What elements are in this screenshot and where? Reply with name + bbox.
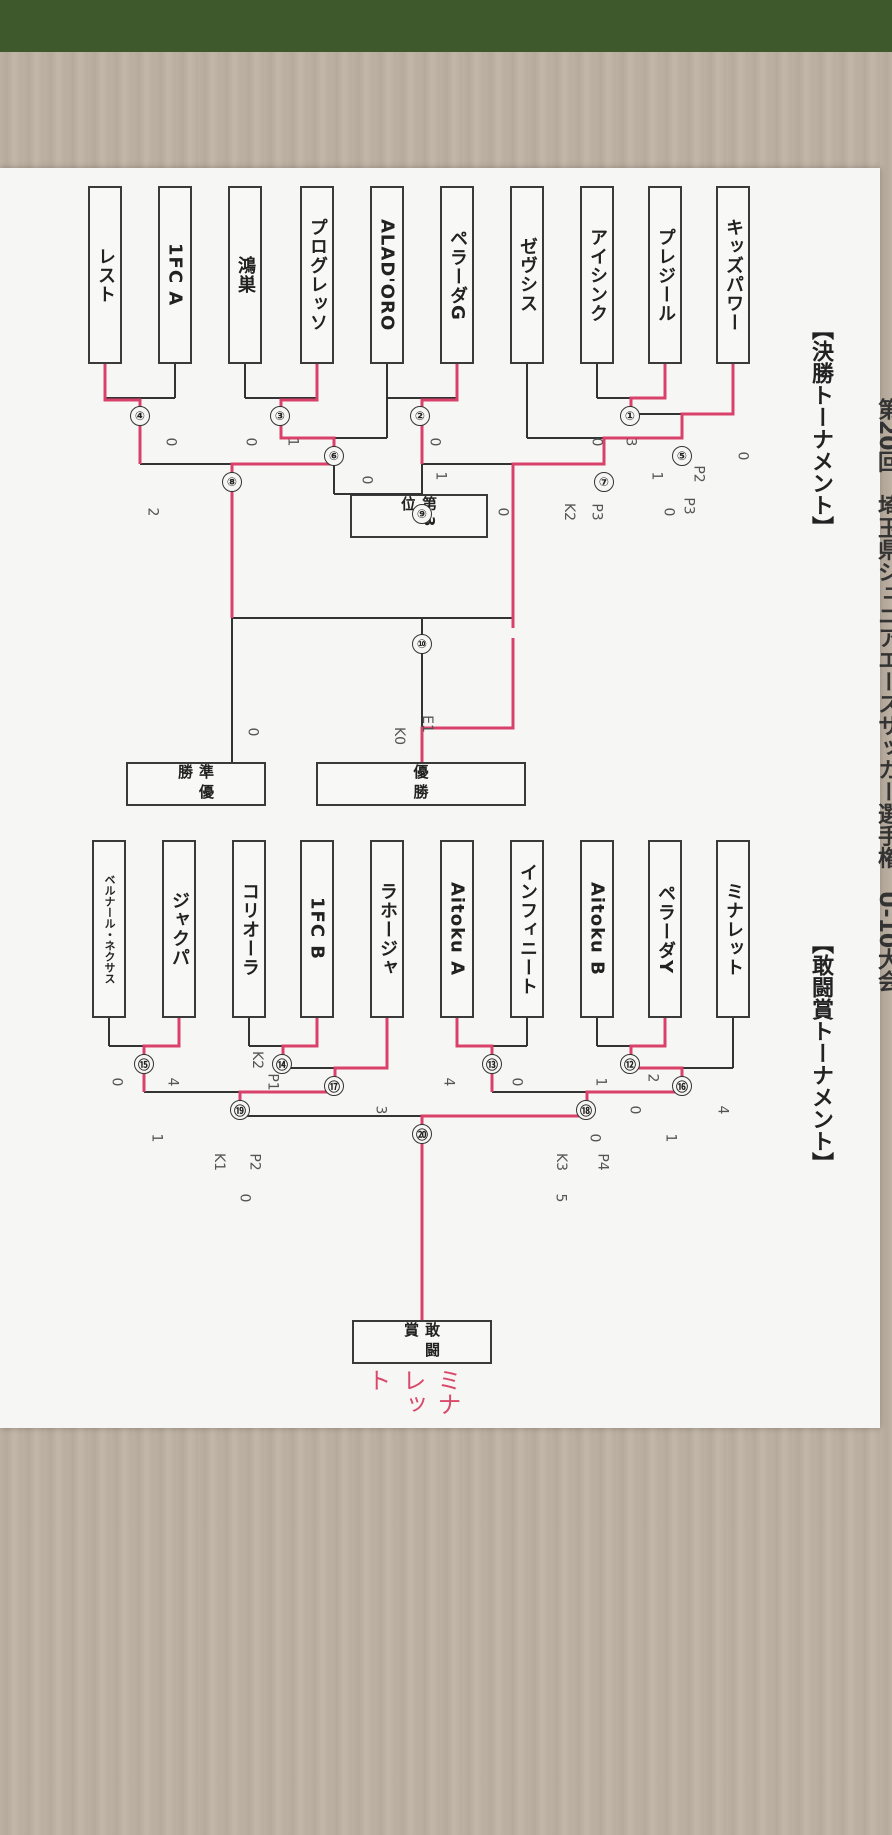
match-number: ⑥ [324,446,344,466]
match-number: ⑯ [672,1076,692,1096]
team-box: 1FC B [300,840,334,1018]
team-box: インフィニート [510,840,544,1018]
match-number: ⑰ [324,1076,344,1096]
team-box: アイシンク [580,186,614,364]
team-box: ペラーダY [648,840,682,1018]
award-winner-note: ミナレット [363,1368,461,1416]
match-number: ⑳ [412,1124,432,1144]
score: 0 [242,437,259,447]
consolation-heading: 【敢闘賞トーナメント】 [808,932,833,1174]
team-box: プログレッソ [300,186,334,364]
team-box: プレジール [648,186,682,364]
score: 0 [162,437,179,447]
match-number: ④ [130,406,150,426]
score: K2 [561,502,578,522]
score: E1 [418,715,435,733]
score: 0 [734,451,751,461]
score: 4 [164,1077,181,1087]
score: 1 [592,1077,609,1087]
score: 3 [372,1105,389,1115]
score: 5 [552,1193,569,1203]
team-box: ベルナール・ネクサス [92,840,126,1018]
score: 4 [440,1077,457,1087]
runner-up-box: 準優勝 [126,762,266,806]
team-box: ミナレット [716,840,750,1018]
match-number: ① [620,406,640,426]
match-number: ⑮ [134,1054,154,1074]
score: 0 [586,1133,603,1143]
match-number: ⑦ [594,472,614,492]
score: P2 [690,465,707,483]
team-box: Aitoku B [580,840,614,1018]
team-box: 1FC A [158,186,192,364]
team-box: Aitoku A [440,840,474,1018]
score: K2 [249,1050,266,1070]
score: 1 [432,471,449,481]
main-heading: 【決勝トーナメント】 [808,318,833,538]
score: 0 [660,507,677,517]
score: 0 [108,1077,125,1087]
team-box: ジャクパ [162,840,196,1018]
score: 3 [622,437,639,447]
score: 0 [244,727,261,737]
match-number: ⑤ [672,446,692,466]
team-box: レスト [88,186,122,364]
team-box: ゼヴシス [510,186,544,364]
match-number: ⑫ [620,1054,640,1074]
score: P4 [594,1153,611,1171]
award-box: 敢闘賞 [352,1320,492,1364]
match-number: ⑩ [412,634,432,654]
bracket-lines [103,364,735,1320]
score: 0 [358,475,375,485]
score: 2 [144,507,161,517]
match-number: ⑧ [222,472,242,492]
score: P2 [246,1153,263,1171]
team-box: コリオーラ [232,840,266,1018]
score: 1 [148,1133,165,1143]
score: 1 [284,437,301,447]
page-title: 第20回 埼玉県ジュニアエースサッカー選手権 U-10大会 [874,398,892,993]
score: 1 [662,1133,679,1143]
match-number: ⑨ [412,504,432,524]
winner-box: 優勝 [316,762,526,806]
bracket-sheet: 第20回 埼玉県ジュニアエースサッカー選手権 U-10大会 【決勝トーナメント】… [0,168,892,1428]
team-box: ラホージャ [370,840,404,1018]
score: 0 [626,1105,643,1115]
match-number: ② [410,406,430,426]
score: K1 [211,1152,228,1172]
team-box: ALAD'ORO [370,186,404,364]
team-box: 鴻巣 [228,186,262,364]
score: P1 [264,1073,281,1091]
grass-background [0,0,892,52]
score: P3 [680,497,697,515]
score: 0 [236,1193,253,1203]
match-number: ⑬ [482,1054,502,1074]
score: 0 [508,1077,525,1087]
score: P3 [588,503,605,521]
team-box: ペラーダG [440,186,474,364]
score: K3 [553,1152,570,1172]
score: 0 [494,507,511,517]
score: 0 [588,437,605,447]
score: 2 [644,1073,661,1083]
score: 4 [714,1105,731,1115]
team-box: キッズパワー [716,186,750,364]
match-number: ⑲ [230,1100,250,1120]
match-number: ⑭ [272,1054,292,1074]
score: K0 [391,726,408,746]
score: 0 [426,437,443,447]
match-number: ⑱ [576,1100,596,1120]
score: 1 [648,471,665,481]
match-number: ③ [270,406,290,426]
